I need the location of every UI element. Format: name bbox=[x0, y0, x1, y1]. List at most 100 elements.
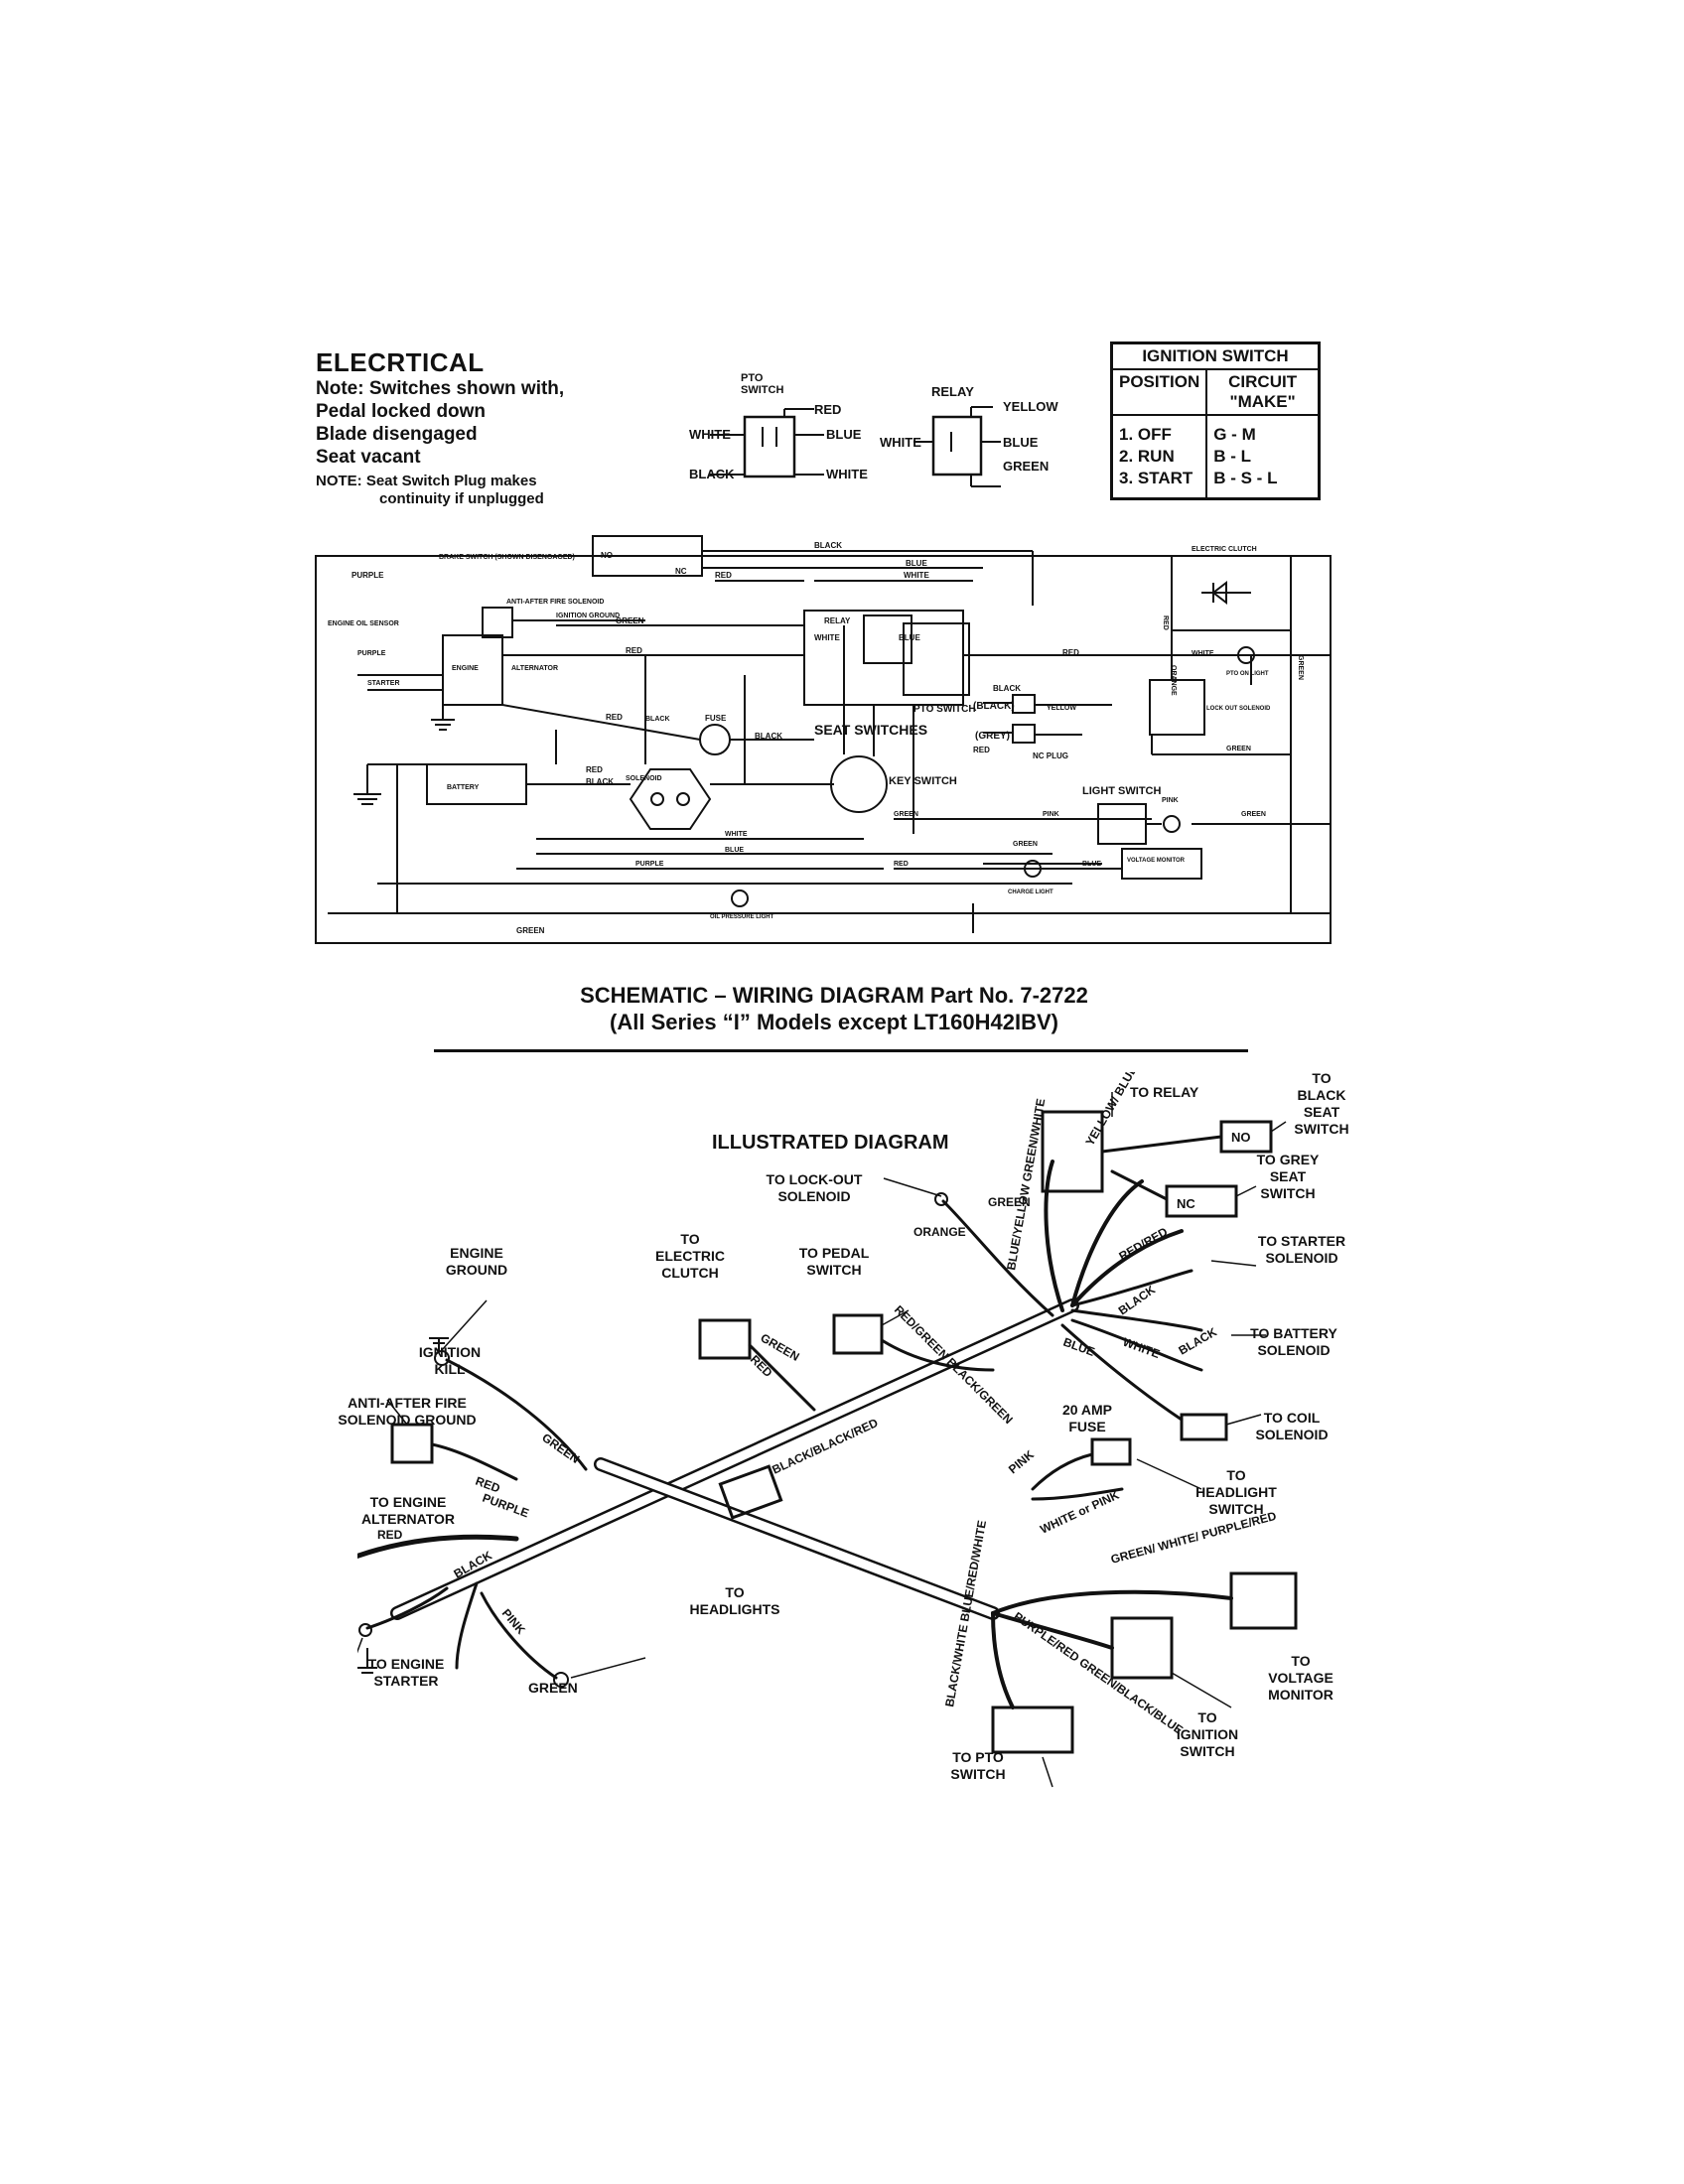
callout-to-black-seat-switch: TO BLACK SEAT SWITCH bbox=[1294, 1070, 1349, 1137]
wire-label-white-2: WHITE bbox=[814, 633, 840, 642]
pto-black-label: BLACK bbox=[689, 467, 735, 481]
pto-switch-title: PTO SWITCH bbox=[741, 372, 784, 396]
pto-blue-label: BLUE bbox=[826, 427, 862, 442]
fuse-holder bbox=[718, 1464, 783, 1520]
ignition-position: 2. RUN bbox=[1119, 447, 1175, 466]
ignition-position: 3. START bbox=[1119, 469, 1193, 487]
wire-label-red-3: RED bbox=[377, 1528, 403, 1542]
oil-pressure-light-bulb bbox=[731, 889, 749, 907]
wire-label-red-red: RED/RED bbox=[1117, 1224, 1171, 1263]
label-key-switch: KEY SWITCH bbox=[889, 775, 957, 787]
wire-label-red-4: RED bbox=[606, 713, 623, 722]
schematic-note: Note: Switches shown with, Pedal locked … bbox=[316, 377, 564, 469]
wire-label-red-8: RED bbox=[1162, 615, 1169, 630]
label-no: NO bbox=[601, 551, 613, 560]
wire-label-green-3: GREEN bbox=[1013, 841, 1038, 848]
relay-yellow-label: YELLOW bbox=[1003, 399, 1058, 414]
callout-to-pto-switch: TO PTO SWITCH bbox=[950, 1749, 1006, 1782]
pto-switch-box bbox=[903, 622, 970, 696]
wire-label-green: GREEN bbox=[616, 616, 644, 625]
label-anti-after-fire: ANTI-AFTER FIRE SOLENOID bbox=[506, 599, 604, 606]
seat-switch-black bbox=[1012, 694, 1036, 714]
schematic-caption: SCHEMATIC – WIRING DIAGRAM Part No. 7-27… bbox=[580, 983, 1088, 1008]
wire-label-black-4: BLACK bbox=[755, 732, 782, 741]
label-light-switch: LIGHT SWITCH bbox=[1082, 785, 1161, 797]
schematic-heading: ELECRTICAL bbox=[316, 347, 485, 377]
wire-label-pink-2: PINK bbox=[1162, 797, 1179, 804]
callout-to-headlight-switch: TO HEADLIGHT SWITCH bbox=[1195, 1467, 1277, 1517]
callout-green-bottom: GREEN bbox=[528, 1680, 578, 1696]
callout-to-engine-alternator: TO ENGINE ALTERNATOR bbox=[360, 1494, 456, 1527]
wire-label-purple: PURPLE bbox=[481, 1491, 531, 1521]
callout-20-amp-fuse: 20 AMP FUSE bbox=[1061, 1402, 1113, 1434]
pto-red-label: RED bbox=[814, 402, 842, 417]
schematic-outline bbox=[315, 555, 1332, 944]
schematic-caption-sub: (All Series “I” Models except LT160H42IB… bbox=[610, 1010, 1058, 1034]
brake-switch-box bbox=[592, 535, 703, 577]
headlight-bulb bbox=[1163, 815, 1181, 833]
relay-white-label: WHITE bbox=[880, 435, 921, 450]
pto-white-label: WHITE bbox=[689, 427, 731, 442]
callout-to-electric-clutch: TO ELECTRIC CLUTCH bbox=[655, 1231, 725, 1281]
wire-label-green-4: GREEN bbox=[1241, 811, 1266, 818]
pto-switch-plug bbox=[991, 1706, 1074, 1754]
label-relay-inner: RELAY bbox=[824, 616, 851, 625]
label-engine-oil-sensor: ENGINE OIL SENSOR bbox=[328, 620, 399, 627]
wire-label-red-7: RED bbox=[894, 861, 909, 868]
wire-label-purple-red-green-black-blue: PURPLE/RED GREEN/BLACK/BLUE bbox=[1011, 1609, 1186, 1737]
callout-to-headlights: TO HEADLIGHTS bbox=[689, 1584, 780, 1617]
voltage-monitor-plug bbox=[1229, 1571, 1298, 1630]
callout-to-pedal-switch: TO PEDAL SWITCH bbox=[798, 1245, 870, 1278]
wire-label-green-3: GREEN bbox=[539, 1431, 582, 1466]
ignition-circuit: G - M bbox=[1213, 425, 1256, 444]
wire-label-green-5: GREEN bbox=[1226, 746, 1251, 752]
wire-label-pink-2: PINK bbox=[1006, 1447, 1037, 1476]
wire-label-purple-3: PURPLE bbox=[635, 861, 664, 868]
wire-label-red-2: RED bbox=[626, 646, 642, 655]
label-ignition-ground: IGNITION GROUND bbox=[556, 613, 620, 619]
illustrated-heading: ILLUSTRATED DIAGRAM bbox=[712, 1132, 949, 1154]
relay-detail bbox=[913, 406, 1001, 487]
wire-label-green: GREEN bbox=[988, 1195, 1031, 1209]
label-brake-switch: BRAKE SWITCH (SHOWN DISENGAGED) bbox=[439, 554, 575, 561]
label-pto-on-light: PTO ON LIGHT bbox=[1226, 671, 1269, 677]
grey-seat-switch-plug bbox=[1165, 1184, 1238, 1218]
ignition-switch-table: IGNITION SWITCH POSITION CIRCUIT "MAKE" … bbox=[1110, 341, 1321, 500]
engine-ground-ring bbox=[434, 1350, 450, 1366]
anti-after-fire-solenoid bbox=[482, 607, 513, 638]
note-line: Pedal locked down bbox=[316, 401, 487, 422]
wire-label-purple-2: PURPLE bbox=[357, 650, 386, 657]
wire-label-orange: ORANGE bbox=[913, 1225, 966, 1239]
seat-switch-note: NOTE: Seat Switch Plug makes bbox=[316, 473, 537, 489]
schematic-wiring: PURPLE ANTI-AFTER FIRE SOLENOID IGNITION… bbox=[315, 535, 1332, 944]
wire-label-pink: PINK bbox=[1043, 811, 1059, 818]
section-divider bbox=[434, 1049, 1248, 1052]
light-switch-box bbox=[1097, 803, 1147, 845]
relay-box bbox=[803, 610, 964, 706]
pto-on-light-bulb bbox=[1237, 646, 1255, 664]
wire-label-blue-4: BLUE bbox=[1082, 861, 1101, 868]
ignition-positions: 1. OFF 2. RUN 3. START bbox=[1110, 414, 1208, 500]
wire-label-white: WHITE bbox=[1121, 1335, 1162, 1361]
electric-clutch-plug bbox=[698, 1318, 752, 1360]
ignition-col-circuit: CIRCUIT "MAKE" bbox=[1205, 368, 1321, 416]
wire-label-nc: NC bbox=[1177, 1196, 1195, 1211]
headlight-switch-plug bbox=[1090, 1437, 1132, 1466]
charge-light-bulb bbox=[1024, 860, 1042, 878]
wire-label-red: RED bbox=[748, 1352, 775, 1380]
harness-illustration: YELLOW/ BLUE/BLUE BLUE/YELLOW GREEN/WHIT… bbox=[357, 1072, 1298, 1788]
voltage-monitor-box bbox=[1121, 848, 1202, 880]
seat-switch-grey bbox=[1012, 724, 1036, 744]
callout-ignition-kill: IGNITION KILL bbox=[418, 1344, 482, 1377]
wire-label-white-3: WHITE bbox=[725, 831, 748, 838]
wire-label-black-5: BLACK bbox=[586, 777, 614, 786]
key-switch-symbol bbox=[830, 755, 888, 813]
callout-to-starter-solenoid: TO STARTER SOLENOID bbox=[1257, 1233, 1346, 1266]
callout-to-engine-starter: TO ENGINE STARTER bbox=[367, 1656, 445, 1689]
wire-label-black-2: BLACK bbox=[993, 684, 1021, 693]
ignition-circuit: B - L bbox=[1213, 447, 1252, 466]
engine-starter-ring bbox=[358, 1623, 372, 1637]
seat-switch-note-cont: continuity if unplugged bbox=[379, 490, 544, 507]
solenoid-symbol bbox=[629, 768, 712, 830]
wire-label-red-5: RED bbox=[973, 746, 990, 754]
